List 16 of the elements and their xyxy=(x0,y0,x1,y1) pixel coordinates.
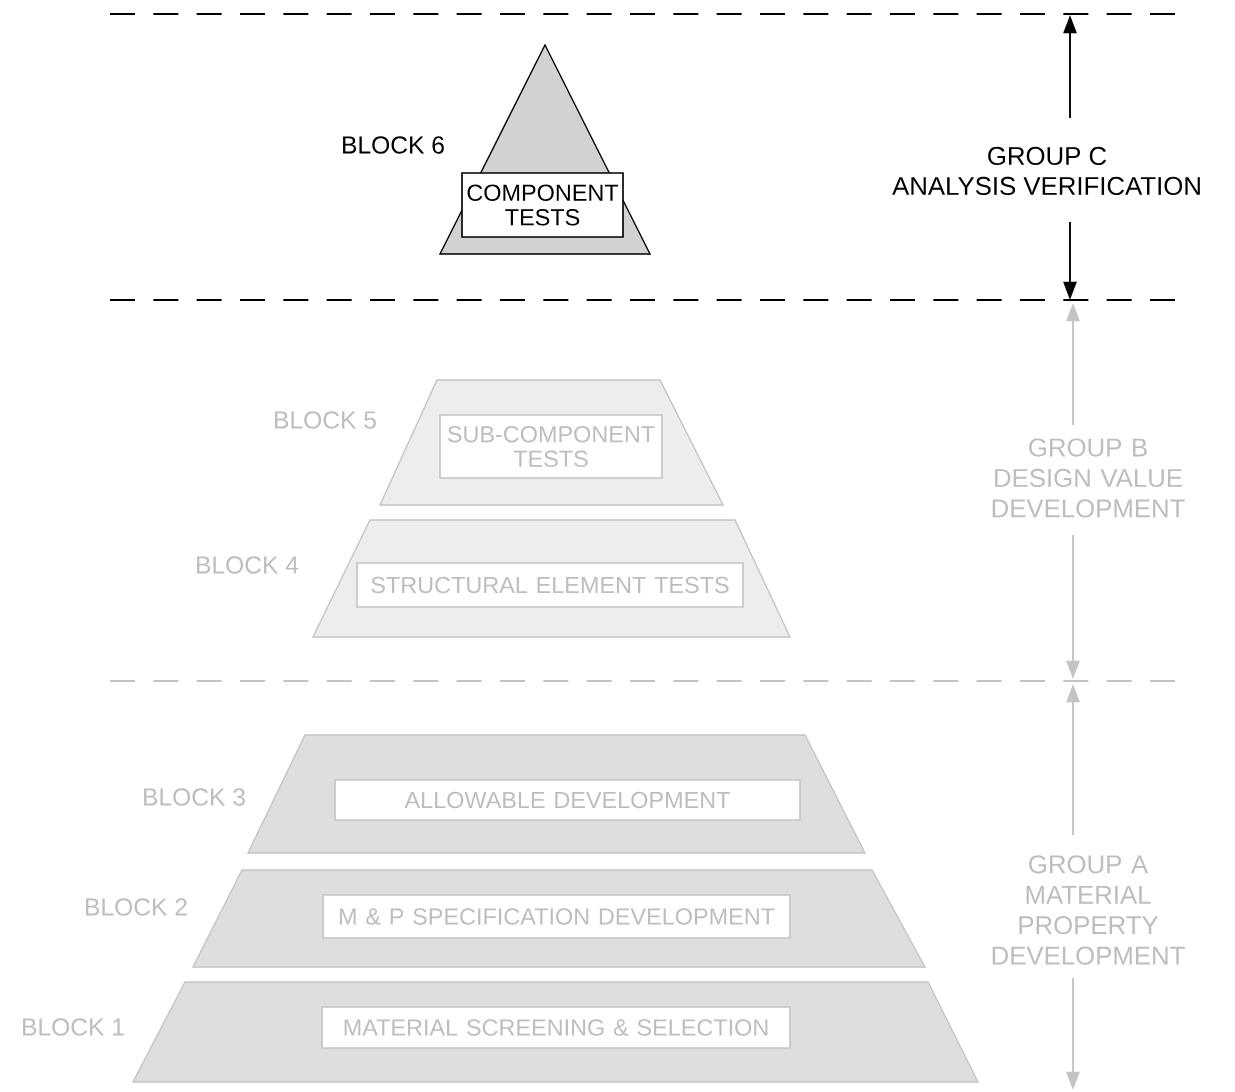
test-box: M & P SPECIFICATION DEVELOPMENT xyxy=(322,894,791,939)
block-label: BLOCK 2 xyxy=(86,898,187,916)
block-label: BLOCK 3 xyxy=(144,788,245,806)
block-label: BLOCK 1 xyxy=(23,1018,124,1036)
block-label: BLOCK 6 xyxy=(343,136,444,154)
test-box: ALLOWABLE DEVELOPMENT xyxy=(334,779,801,821)
group-label: GROUP A MATERIAL PROPERTY DEVELOPMENT xyxy=(992,855,1185,965)
test-box: COMPONENT TESTS xyxy=(461,172,624,238)
test-box: STRUCTURAL ELEMENT TESTS xyxy=(356,562,744,608)
test-box: SUB-COMPONENT TESTS xyxy=(439,414,663,479)
group-label: ANALYSIS VERIFICATION xyxy=(892,176,1200,196)
group-label: GROUP C xyxy=(988,146,1107,166)
block-label: BLOCK 5 xyxy=(275,411,376,429)
block-label: BLOCK 4 xyxy=(197,556,299,574)
test-box: MATERIAL SCREENING & SELECTION xyxy=(321,1006,791,1049)
group-label: GROUP B DESIGN VALUE DEVELOPMENT xyxy=(992,438,1185,518)
